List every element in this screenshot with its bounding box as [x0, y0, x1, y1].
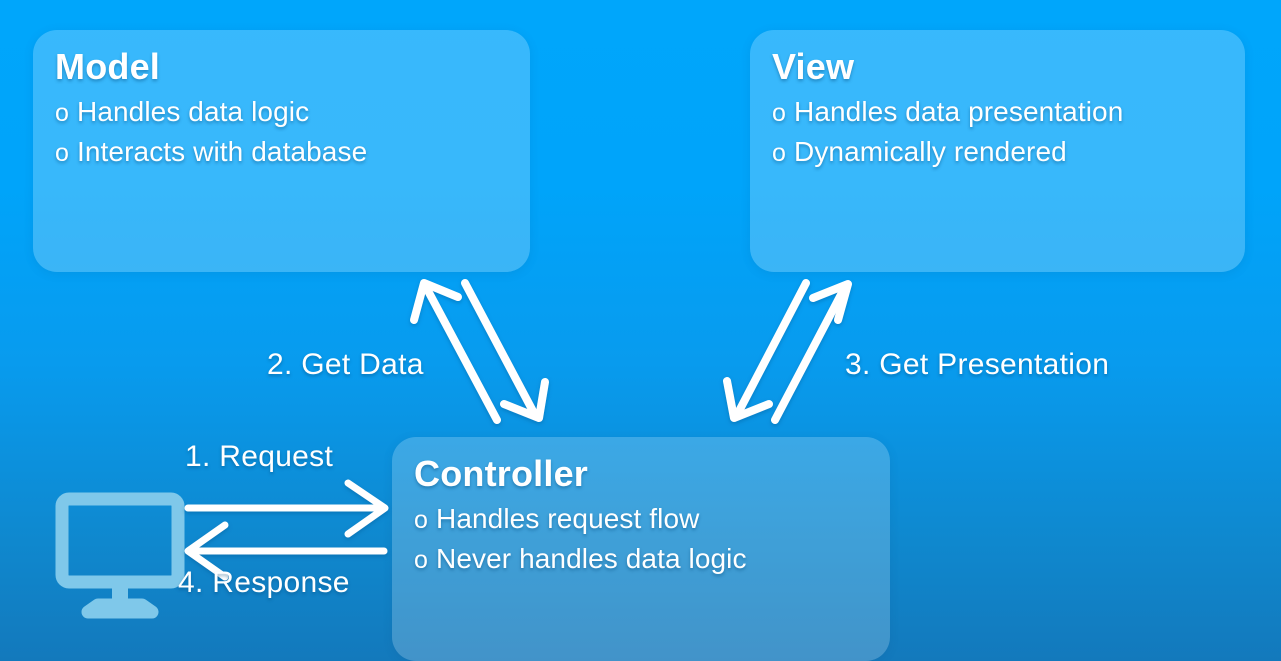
- view-bullet-list: o Handles data presentation o Dynamicall…: [772, 92, 1223, 173]
- model-card: Model o Handles data logic o Interacts w…: [33, 30, 530, 272]
- arrow-get-data-down: [461, 279, 549, 422]
- bullet-marker-icon: o: [55, 139, 70, 168]
- flow-label-get-presentation: 3. Get Presentation: [845, 348, 1110, 381]
- controller-bullet-list: o Handles request flow o Never handles d…: [414, 499, 868, 580]
- bullet-marker-icon: o: [414, 505, 429, 534]
- view-bullet-item: o Handles data presentation: [772, 92, 1223, 133]
- arrow-request: [184, 479, 389, 538]
- model-bullet-item: o Handles data logic: [55, 92, 508, 133]
- model-bullet-text: Handles data logic: [77, 95, 310, 127]
- bullet-marker-icon: o: [414, 546, 429, 575]
- model-bullet-list: o Handles data logic o Interacts with da…: [55, 92, 508, 173]
- controller-bullet-text: Handles request flow: [436, 502, 700, 534]
- model-bullet-item: o Interacts with database: [55, 132, 508, 173]
- flow-label-get-data: 2. Get Data: [267, 348, 424, 381]
- bullet-marker-icon: o: [772, 98, 787, 127]
- controller-bullet-item: o Handles request flow: [414, 499, 868, 540]
- view-card-title: View: [772, 46, 855, 87]
- flow-label-request: 1. Request: [185, 440, 334, 473]
- arrow-get-presentation-up: [771, 280, 852, 424]
- view-bullet-text: Dynamically rendered: [794, 136, 1067, 168]
- controller-bullet-text: Never handles data logic: [436, 543, 747, 575]
- bullet-marker-icon: o: [772, 139, 787, 168]
- arrow-get-data-up: [410, 279, 501, 424]
- arrow-get-presentation-down: [723, 279, 810, 422]
- flow-label-response: 4. Response: [178, 566, 350, 599]
- view-bullet-text: Handles data presentation: [794, 95, 1124, 127]
- controller-bullet-item: o Never handles data logic: [414, 539, 868, 580]
- view-card: View o Handles data presentation o Dynam…: [750, 30, 1245, 272]
- bullet-marker-icon: o: [55, 98, 70, 127]
- client-monitor-stand-icon: [81, 598, 159, 619]
- model-bullet-text: Interacts with database: [77, 136, 368, 168]
- view-bullet-item: o Dynamically rendered: [772, 132, 1223, 173]
- client-monitor-icon: [55, 492, 185, 606]
- model-card-title: Model: [55, 46, 160, 87]
- controller-card: Controller o Handles request flow o Neve…: [392, 437, 890, 661]
- controller-card-title: Controller: [414, 453, 589, 494]
